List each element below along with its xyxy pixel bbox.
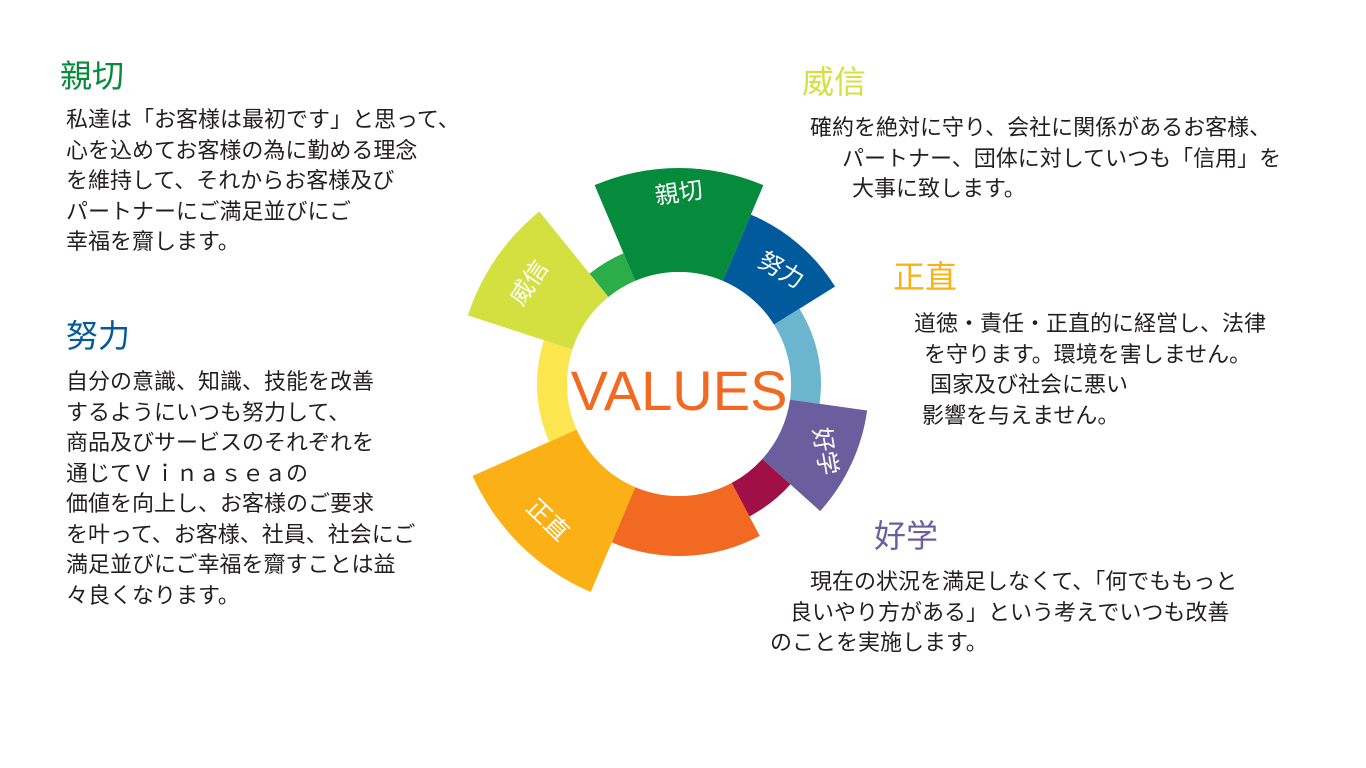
value-title-shinsetsu: 親切 [60, 57, 125, 95]
desc-line: 通じてＶｉｎａｓｅａの [66, 461, 309, 487]
desc-line: 心を込めてお客様の為に勤める理念 [66, 138, 418, 164]
desc-line: するようにいつも努力して、 [66, 400, 351, 426]
desc-line: 国家及び社会に悪い [930, 373, 1129, 398]
wheel-segment [537, 340, 577, 442]
desc-line: 確約を絶対に守り、会社に関係があるお客様、 [810, 116, 1272, 141]
desc-line: 自分の意識、知識、技能を改善 [66, 370, 375, 395]
wheel-segment [589, 253, 636, 297]
desc-line: 私達は「お客様は最初です」と思って、 [66, 108, 460, 133]
value-desc-kougaku: 現在の状況を満足しなくて、「何でももっと 良いやり方がある」という考えでいつも改… [770, 568, 1237, 660]
value-title-doryoku: 努力 [66, 317, 131, 355]
wheel-segments [467, 167, 868, 593]
desc-line: 満足並びにご幸福を齎すことは益 [66, 553, 396, 578]
value-title-shoujiki: 正直 [893, 258, 958, 296]
desc-line: 々良くなります。 [66, 583, 240, 609]
desc-line: 影響を与えません。 [922, 403, 1120, 429]
desc-line: を守ります。環境を害しません。 [924, 342, 1252, 368]
value-desc-doryoku: 自分の意識、知識、技能を改善 するようにいつも努力して、 商品及びサービスのそれ… [66, 368, 415, 612]
desc-line: を叶って、お客様、社員、社会にご [66, 522, 416, 548]
desc-line: 道徳・責任・正直的に経営し、法律 [914, 312, 1267, 337]
desc-line: 大事に致します。 [852, 177, 1026, 202]
desc-line: を維持して、それからお客様及び [66, 169, 395, 194]
wheel-segment [472, 429, 636, 593]
wheel-segment [594, 167, 764, 281]
wheel-center [567, 272, 791, 496]
value-desc-shoujiki: 道徳・責任・正直的に経営し、法律 を守ります。環境を害しません。 国家及び社会に… [914, 310, 1266, 432]
desc-line: のことを実施します。 [770, 631, 988, 656]
wheel-segment [467, 211, 609, 350]
value-desc-shinsetsu: 私達は「お客様は最初です」と思って、 心を込めてお客様の為に勤める理念 を維持し… [66, 106, 460, 259]
wheel-segment-label: 親切 [653, 176, 704, 210]
center-label: VALUES [571, 359, 788, 422]
desc-line: 現在の状況を満足しなくて、「何でももっと [810, 570, 1238, 595]
value-title-ishin: 威信 [802, 63, 867, 101]
desc-line: 良いやり方がある」という考えでいつも改善 [790, 600, 1230, 626]
desc-line: 商品及びサービスのそれぞれを [66, 431, 375, 456]
wheel-segment [722, 214, 836, 325]
wheel-segment [762, 399, 868, 512]
value-title-kougaku: 好学 [874, 517, 939, 555]
desc-line: パートナーにご満足並びにご [66, 199, 352, 225]
wheel-segment [773, 308, 821, 404]
desc-line: 幸福を齎します。 [66, 230, 240, 255]
desc-line: 価値を向上し、お客様のご要求 [66, 492, 375, 517]
desc-line: パートナー、団体に対していつも「信用」を [842, 146, 1282, 172]
value-desc-ishin: 確約を絶対に守り、会社に関係があるお客様、 パートナー、団体に対していつも「信用… [810, 114, 1281, 206]
wheel-segment [731, 458, 791, 517]
wheel-segment [611, 482, 760, 556]
